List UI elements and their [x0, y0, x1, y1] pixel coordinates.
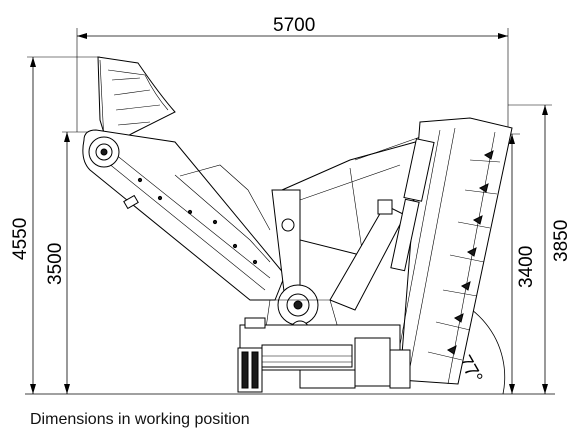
- dimension-lines: [25, 28, 555, 395]
- dim-right-height-inner: 3400: [516, 246, 537, 288]
- machine-drawing: [82, 56, 513, 393]
- elevator-boom: [82, 129, 286, 301]
- cutter-drum: [390, 117, 513, 385]
- chassis: [237, 317, 411, 393]
- dim-right-height-outer: 3850: [551, 220, 572, 262]
- caption: Dimensions in working position: [30, 411, 250, 428]
- hopper: [97, 56, 176, 147]
- dim-overall-length: 5700: [273, 15, 315, 36]
- center-frame: [271, 129, 441, 311]
- dim-left-height: 3500: [45, 243, 66, 285]
- dim-overall-height: 4550: [10, 218, 31, 260]
